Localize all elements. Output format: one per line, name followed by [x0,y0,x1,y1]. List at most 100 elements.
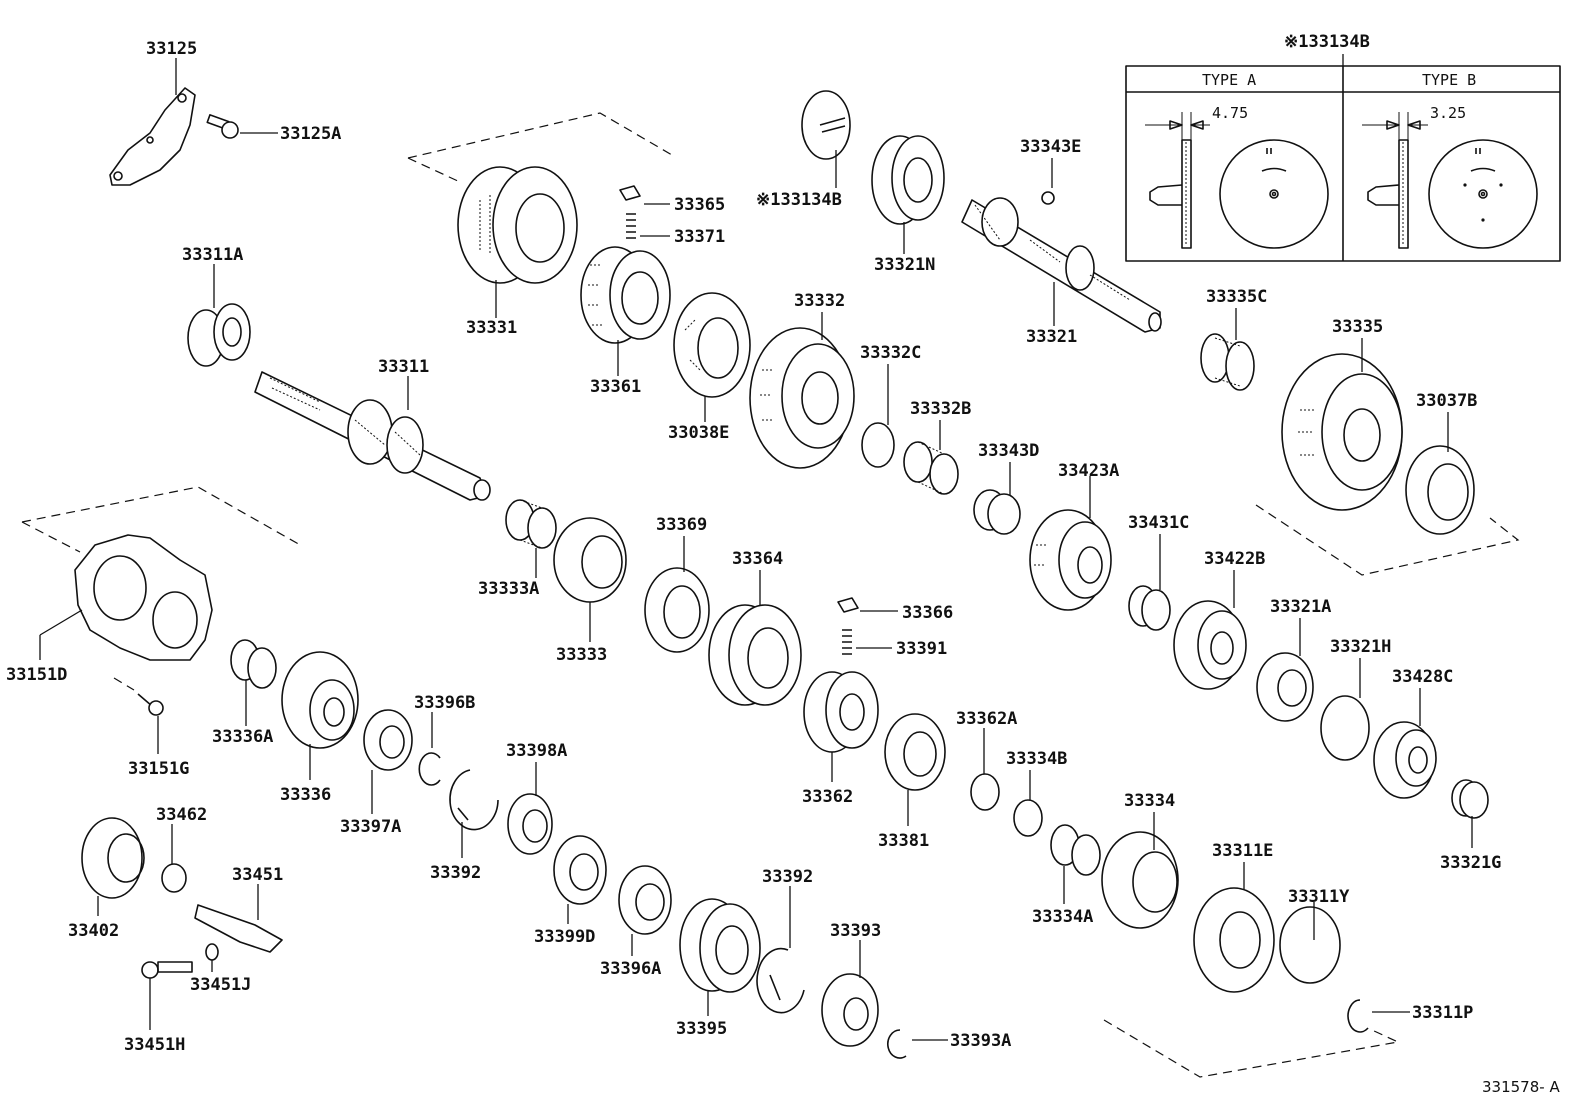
label-33428C[interactable]: 33428C [1392,667,1453,687]
label-33335C[interactable]: 33335C [1206,287,1267,307]
label-33369[interactable]: 33369 [656,515,707,535]
label-33311Y[interactable]: 33311Y [1288,887,1350,907]
type-a-dimension: 4.75 [1212,104,1248,122]
hub-33393 [821,973,879,1047]
label-33398A[interactable]: 33398A [506,741,567,761]
label-33391[interactable]: 33391 [896,639,947,659]
label-33393[interactable]: 33393 [830,921,881,941]
output-shaft-33321 [961,197,1162,333]
key-33365 [619,185,641,201]
sleeve-33331 [457,166,578,284]
ring-33369 [644,567,710,653]
label-33431C[interactable]: 33431C [1128,513,1189,533]
gear-33336 [281,651,359,749]
label-33321G[interactable]: 33321G [1440,853,1501,873]
ring-33381 [884,713,946,791]
label-33311A[interactable]: 33311A [182,245,243,265]
label-33311P[interactable]: 33311P [1412,1003,1473,1023]
label-33396A[interactable]: 33396A [600,959,661,979]
label-33125A[interactable]: 33125A [280,124,341,144]
label-33331[interactable]: 33331 [466,318,517,338]
label-33334A[interactable]: 33334A [1032,907,1093,927]
label-33451J[interactable]: 33451J [190,975,251,995]
type-a-label: TYPE A [1202,71,1256,89]
shaft-33451 [194,904,283,953]
label-33393A[interactable]: 33393A [950,1031,1011,1051]
part-drawings [74,87,1489,1059]
label-33333A[interactable]: 33333A [478,579,539,599]
label-33038E[interactable]: 33038E [668,423,729,443]
ring-33332C [861,422,895,468]
label-33422B[interactable]: 33422B [1204,549,1265,569]
label-33332B[interactable]: 33332B [910,399,971,419]
bearing-33335C [1200,333,1255,391]
label-33343D[interactable]: 33343D [978,441,1039,461]
label-33151D[interactable]: 33151D [6,665,67,685]
label-33332C[interactable]: 33332C [860,343,921,363]
label-33333[interactable]: 33333 [556,645,607,665]
label-33381[interactable]: 33381 [878,831,929,851]
hub-33362 [803,671,879,753]
label-33397A[interactable]: 33397A [340,817,401,837]
label-33451H[interactable]: 33451H [124,1035,185,1055]
type-b-label: TYPE B [1422,71,1476,89]
ring-33334B [1013,799,1043,837]
label-33334B[interactable]: 33334B [1006,749,1067,769]
label-33362[interactable]: 33362 [802,787,853,807]
label-33451[interactable]: 33451 [232,865,283,885]
label-33423A[interactable]: 33423A [1058,461,1119,481]
label-33399D[interactable]: 33399D [534,927,595,947]
type-b-dimension: 3.25 [1430,104,1466,122]
ring-33038E [673,292,751,398]
label-33371[interactable]: 33371 [674,227,725,247]
label-33334[interactable]: 33334 [1124,791,1175,811]
label-33125[interactable]: 33125 [146,39,197,59]
spring-33371 [626,213,636,239]
label-33365[interactable]: 33365 [674,195,725,215]
label-33321A[interactable]: 33321A [1270,597,1331,617]
sleeve-33395 [679,898,761,993]
label-33362A[interactable]: 33362A [956,709,1017,729]
washer-33462 [161,863,187,893]
label-33395[interactable]: 33395 [676,1019,727,1039]
label-33402[interactable]: 33402 [68,921,119,941]
label-33321H[interactable]: 33321H [1330,637,1391,657]
ring-33321H [1320,695,1370,761]
label-33336[interactable]: 33336 [280,785,331,805]
label-33335[interactable]: 33335 [1332,317,1383,337]
label-33311[interactable]: 33311 [378,357,429,377]
bearing-33334A [1050,824,1101,876]
label-33392-b[interactable]: 33392 [762,867,813,887]
collar-33343D [973,489,1021,535]
label-33321[interactable]: 33321 [1026,327,1077,347]
ball-33343E [1041,191,1055,205]
label-33364[interactable]: 33364 [732,549,783,569]
bearing-33336A [230,639,277,689]
label-33392-a[interactable]: 33392 [430,863,481,883]
label-33361[interactable]: 33361 [590,377,641,397]
ring-33397A [363,709,413,771]
bolt-33125A [206,114,239,139]
nut-33321G [1451,779,1489,819]
gear-33332 [749,327,855,469]
plate-33151D [74,534,213,661]
label-33462[interactable]: 33462 [156,805,207,825]
ring-33037B [1405,445,1475,535]
screw-33151G [137,693,164,716]
bearing-33321N [871,135,945,225]
label-33321N[interactable]: 33321N [874,255,935,275]
label-33396B[interactable]: 33396B [414,693,475,713]
label-33311E[interactable]: 33311E [1212,841,1273,861]
bearing-33321A [1256,652,1314,722]
label-33151G[interactable]: 33151G [128,759,189,779]
label-33343E[interactable]: 33343E [1020,137,1081,157]
label-33332[interactable]: 33332 [794,291,845,311]
label-33366[interactable]: 33366 [902,603,953,623]
label-33037B[interactable]: 33037B [1416,391,1477,411]
label-33336A[interactable]: 33336A [212,727,273,747]
bearing-33333A [505,499,557,549]
inset-box [1125,54,1561,262]
label-133134B[interactable]: ※133134B [756,190,842,210]
